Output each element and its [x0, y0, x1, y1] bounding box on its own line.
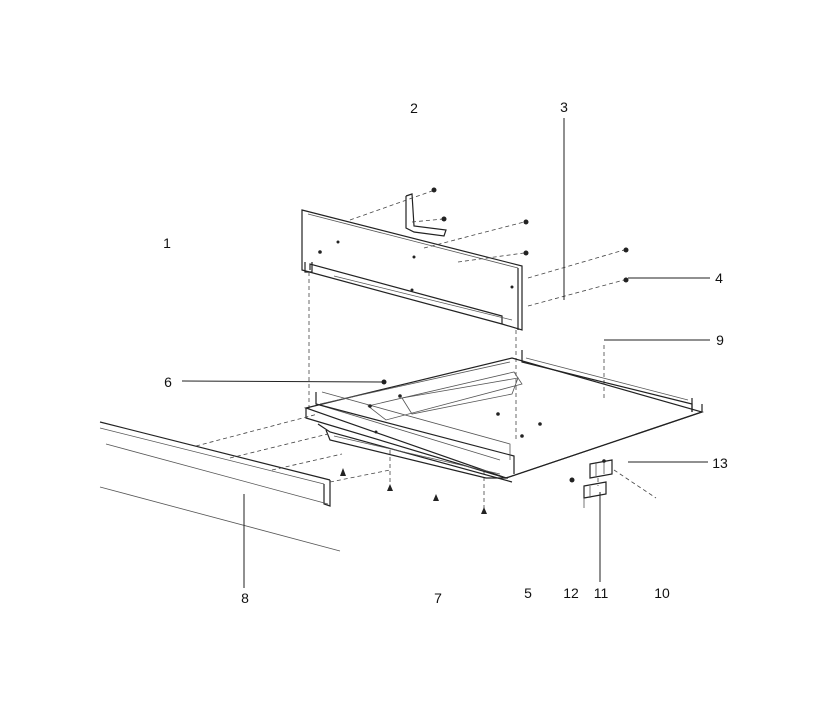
side-rail	[99, 413, 391, 552]
back-panel-screws	[349, 187, 629, 307]
callout-10: 10	[654, 585, 670, 601]
top-bracket	[405, 193, 447, 237]
alignment-lines	[308, 272, 605, 510]
callout-5: 5	[524, 585, 532, 601]
callout-8: 8	[241, 590, 249, 606]
callout-4: 4	[715, 270, 723, 286]
bottom-screws	[340, 468, 487, 514]
leader-lines	[181, 118, 710, 588]
callout-7: 7	[434, 590, 442, 606]
callout-13: 13	[712, 455, 728, 471]
callout-12: 12	[563, 585, 579, 601]
callout-6: 6	[164, 374, 172, 390]
callout-9: 9	[716, 332, 724, 348]
leveler-assembly	[569, 459, 657, 508]
base-tray	[303, 350, 705, 483]
callout-1: 1	[163, 235, 171, 251]
callout-11: 11	[593, 585, 609, 601]
back-panel	[301, 209, 523, 331]
callout-2: 2	[410, 100, 418, 116]
callout-3: 3	[560, 99, 568, 115]
